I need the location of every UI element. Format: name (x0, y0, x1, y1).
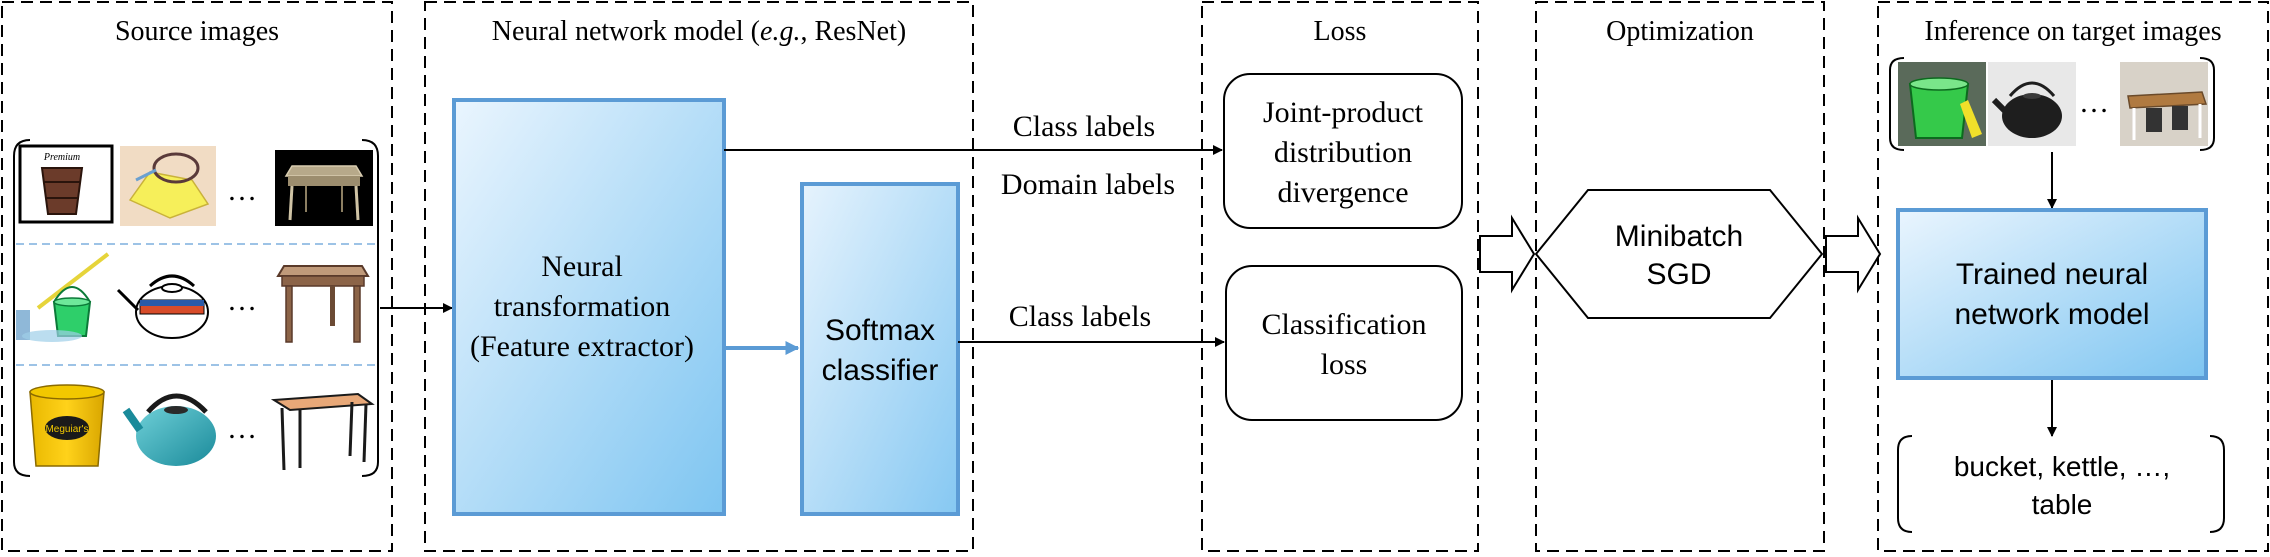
panel-optimization (1535, 1, 1825, 552)
target-bucket-image (1898, 62, 1986, 146)
panel-inference (1877, 1, 2269, 552)
panel-title-optimization: Optimization (1606, 16, 1754, 47)
optimizer-label: Minibatch (1615, 220, 1743, 253)
source-row-1: Premium … (18, 144, 373, 226)
edge-loss-to-optimization (1479, 214, 1536, 294)
target-bracket-left (1889, 57, 1905, 151)
joint-loss-box: Joint-product distribution divergence (1223, 73, 1463, 229)
kettle-image (116, 274, 209, 339)
softmax-label: classifier (822, 354, 939, 387)
feature-extractor-label: transformation (494, 290, 671, 323)
edge-label-domain-labels: Domain labels (1001, 168, 1175, 201)
joint-loss-label: Joint-product (1263, 96, 1424, 129)
classification-loss-label: Classification (1262, 308, 1427, 341)
row-ellipsis: … (227, 284, 257, 317)
kettle-image (122, 393, 216, 466)
source-images-group: Premium … (13, 139, 379, 477)
table-image (276, 265, 370, 343)
premium-logo: Premium (43, 152, 80, 163)
table-image (270, 392, 375, 471)
feature-extractor-block: Neural transformation (Feature extractor… (452, 98, 726, 516)
kettle-image (120, 146, 216, 226)
target-kettle-image (1988, 62, 2076, 146)
target-table-image (2120, 62, 2208, 146)
row-ellipsis: … (227, 174, 257, 207)
trained-model-label: network model (1954, 298, 2149, 331)
panel-source (1, 1, 393, 552)
prediction-label: table (2032, 489, 2093, 520)
edge-label-class-labels-top: Class labels (1013, 110, 1156, 143)
source-row-2: … (16, 252, 370, 343)
softmax-label: Softmax (825, 314, 935, 347)
trained-model-block: Trained neural network model (1896, 208, 2208, 380)
panel-title-inference: Inference on target images (1924, 16, 2221, 47)
panel-title-source: Source images (115, 16, 279, 47)
prediction-label: bucket, kettle, …, (1954, 451, 2170, 482)
panel-loss (1201, 1, 1479, 552)
optimizer-box: Minibatch SGD (1534, 189, 1824, 319)
target-images-group: … (1889, 57, 2215, 151)
source-row-3: Meguiar's … (29, 384, 375, 471)
prediction-bracket-right (2209, 435, 2225, 533)
classification-loss-label: loss (1321, 348, 1368, 381)
prediction-bracket-left (1897, 435, 1913, 533)
softmax-classifier-block: Softmax classifier (800, 182, 960, 516)
target-bracket-right (2199, 57, 2215, 151)
source-bracket-left (13, 139, 31, 477)
bucket-logo: Meguiar's (45, 424, 88, 435)
feature-extractor-label: (Feature extractor) (470, 330, 694, 363)
row-ellipsis: … (227, 412, 257, 445)
target-ellipsis: … (2079, 86, 2109, 119)
feature-extractor-label: Neural (541, 250, 623, 283)
bucket-image: Premium (18, 144, 114, 224)
edge-optimization-to-inference (1825, 214, 1882, 294)
classification-loss-box: Classification loss (1225, 265, 1463, 421)
panel-title-loss: Loss (1314, 16, 1367, 47)
panel-model (424, 1, 974, 552)
prediction-output: bucket, kettle, …, table (1897, 435, 2225, 533)
joint-loss-label: distribution (1274, 136, 1412, 169)
panel-title-model: Neural network model (e.g., ResNet) (492, 16, 906, 47)
bucket-image (16, 252, 110, 342)
source-bracket-right (361, 139, 379, 477)
joint-loss-label: divergence (1277, 176, 1408, 209)
bucket-image: Meguiar's (29, 384, 105, 467)
optimizer-label: SGD (1646, 258, 1711, 291)
trained-model-label: Trained neural (1956, 258, 2148, 291)
edge-label-class-labels-bottom: Class labels (1009, 300, 1152, 333)
table-image (275, 150, 373, 226)
